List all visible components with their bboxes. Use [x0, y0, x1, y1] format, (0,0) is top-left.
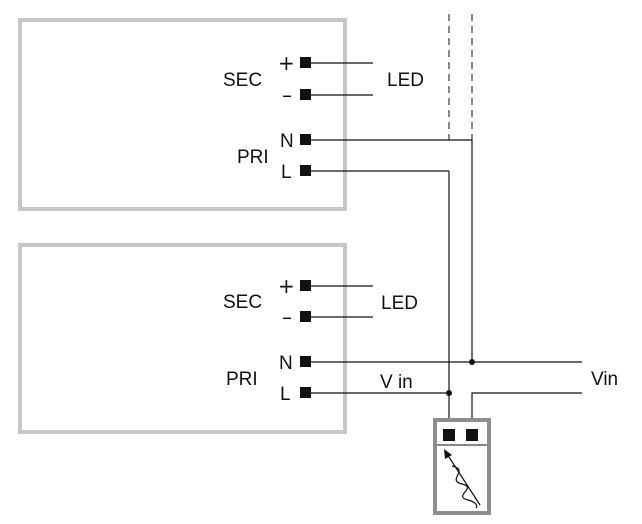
top-minus-sign: –: [282, 83, 292, 107]
variable-resistor-icon: [444, 449, 481, 509]
terminal-top-plus: [300, 57, 311, 68]
dimmer-terminal-n: [466, 429, 478, 441]
driver-box-top: [18, 18, 347, 211]
terminal-bottom-minus: [300, 311, 311, 322]
bottom-plus-sign: +: [278, 274, 295, 298]
bottom-sec-label: SEC: [223, 292, 262, 313]
junction-dot-n: [469, 359, 475, 365]
dimmer-terminal-l: [443, 429, 455, 441]
top-sec-label: SEC: [223, 70, 262, 91]
terminal-bottom-plus: [300, 280, 311, 291]
dimmer-device: [433, 418, 491, 515]
top-led-label: LED: [387, 70, 424, 91]
top-n-label: N: [280, 131, 294, 152]
bottom-n-label: N: [279, 353, 293, 374]
bottom-pri-label: PRI: [226, 369, 258, 390]
vin-line-label: V in: [380, 372, 413, 393]
terminal-bottom-l: [300, 387, 311, 398]
bottom-minus-sign: –: [282, 305, 292, 329]
junction-dot-l: [446, 390, 452, 396]
terminal-top-l: [300, 165, 311, 176]
terminal-top-n: [300, 134, 311, 145]
top-pri-label: PRI: [237, 147, 269, 168]
terminal-bottom-n: [300, 356, 311, 367]
top-plus-sign: +: [278, 51, 295, 75]
bottom-led-label: LED: [381, 293, 418, 314]
terminal-top-minus: [300, 89, 311, 100]
driver-box-bottom: [18, 243, 347, 434]
top-l-label: L: [281, 162, 292, 183]
bottom-l-label: L: [280, 384, 291, 405]
vin-supply-label: Vin: [591, 369, 618, 390]
